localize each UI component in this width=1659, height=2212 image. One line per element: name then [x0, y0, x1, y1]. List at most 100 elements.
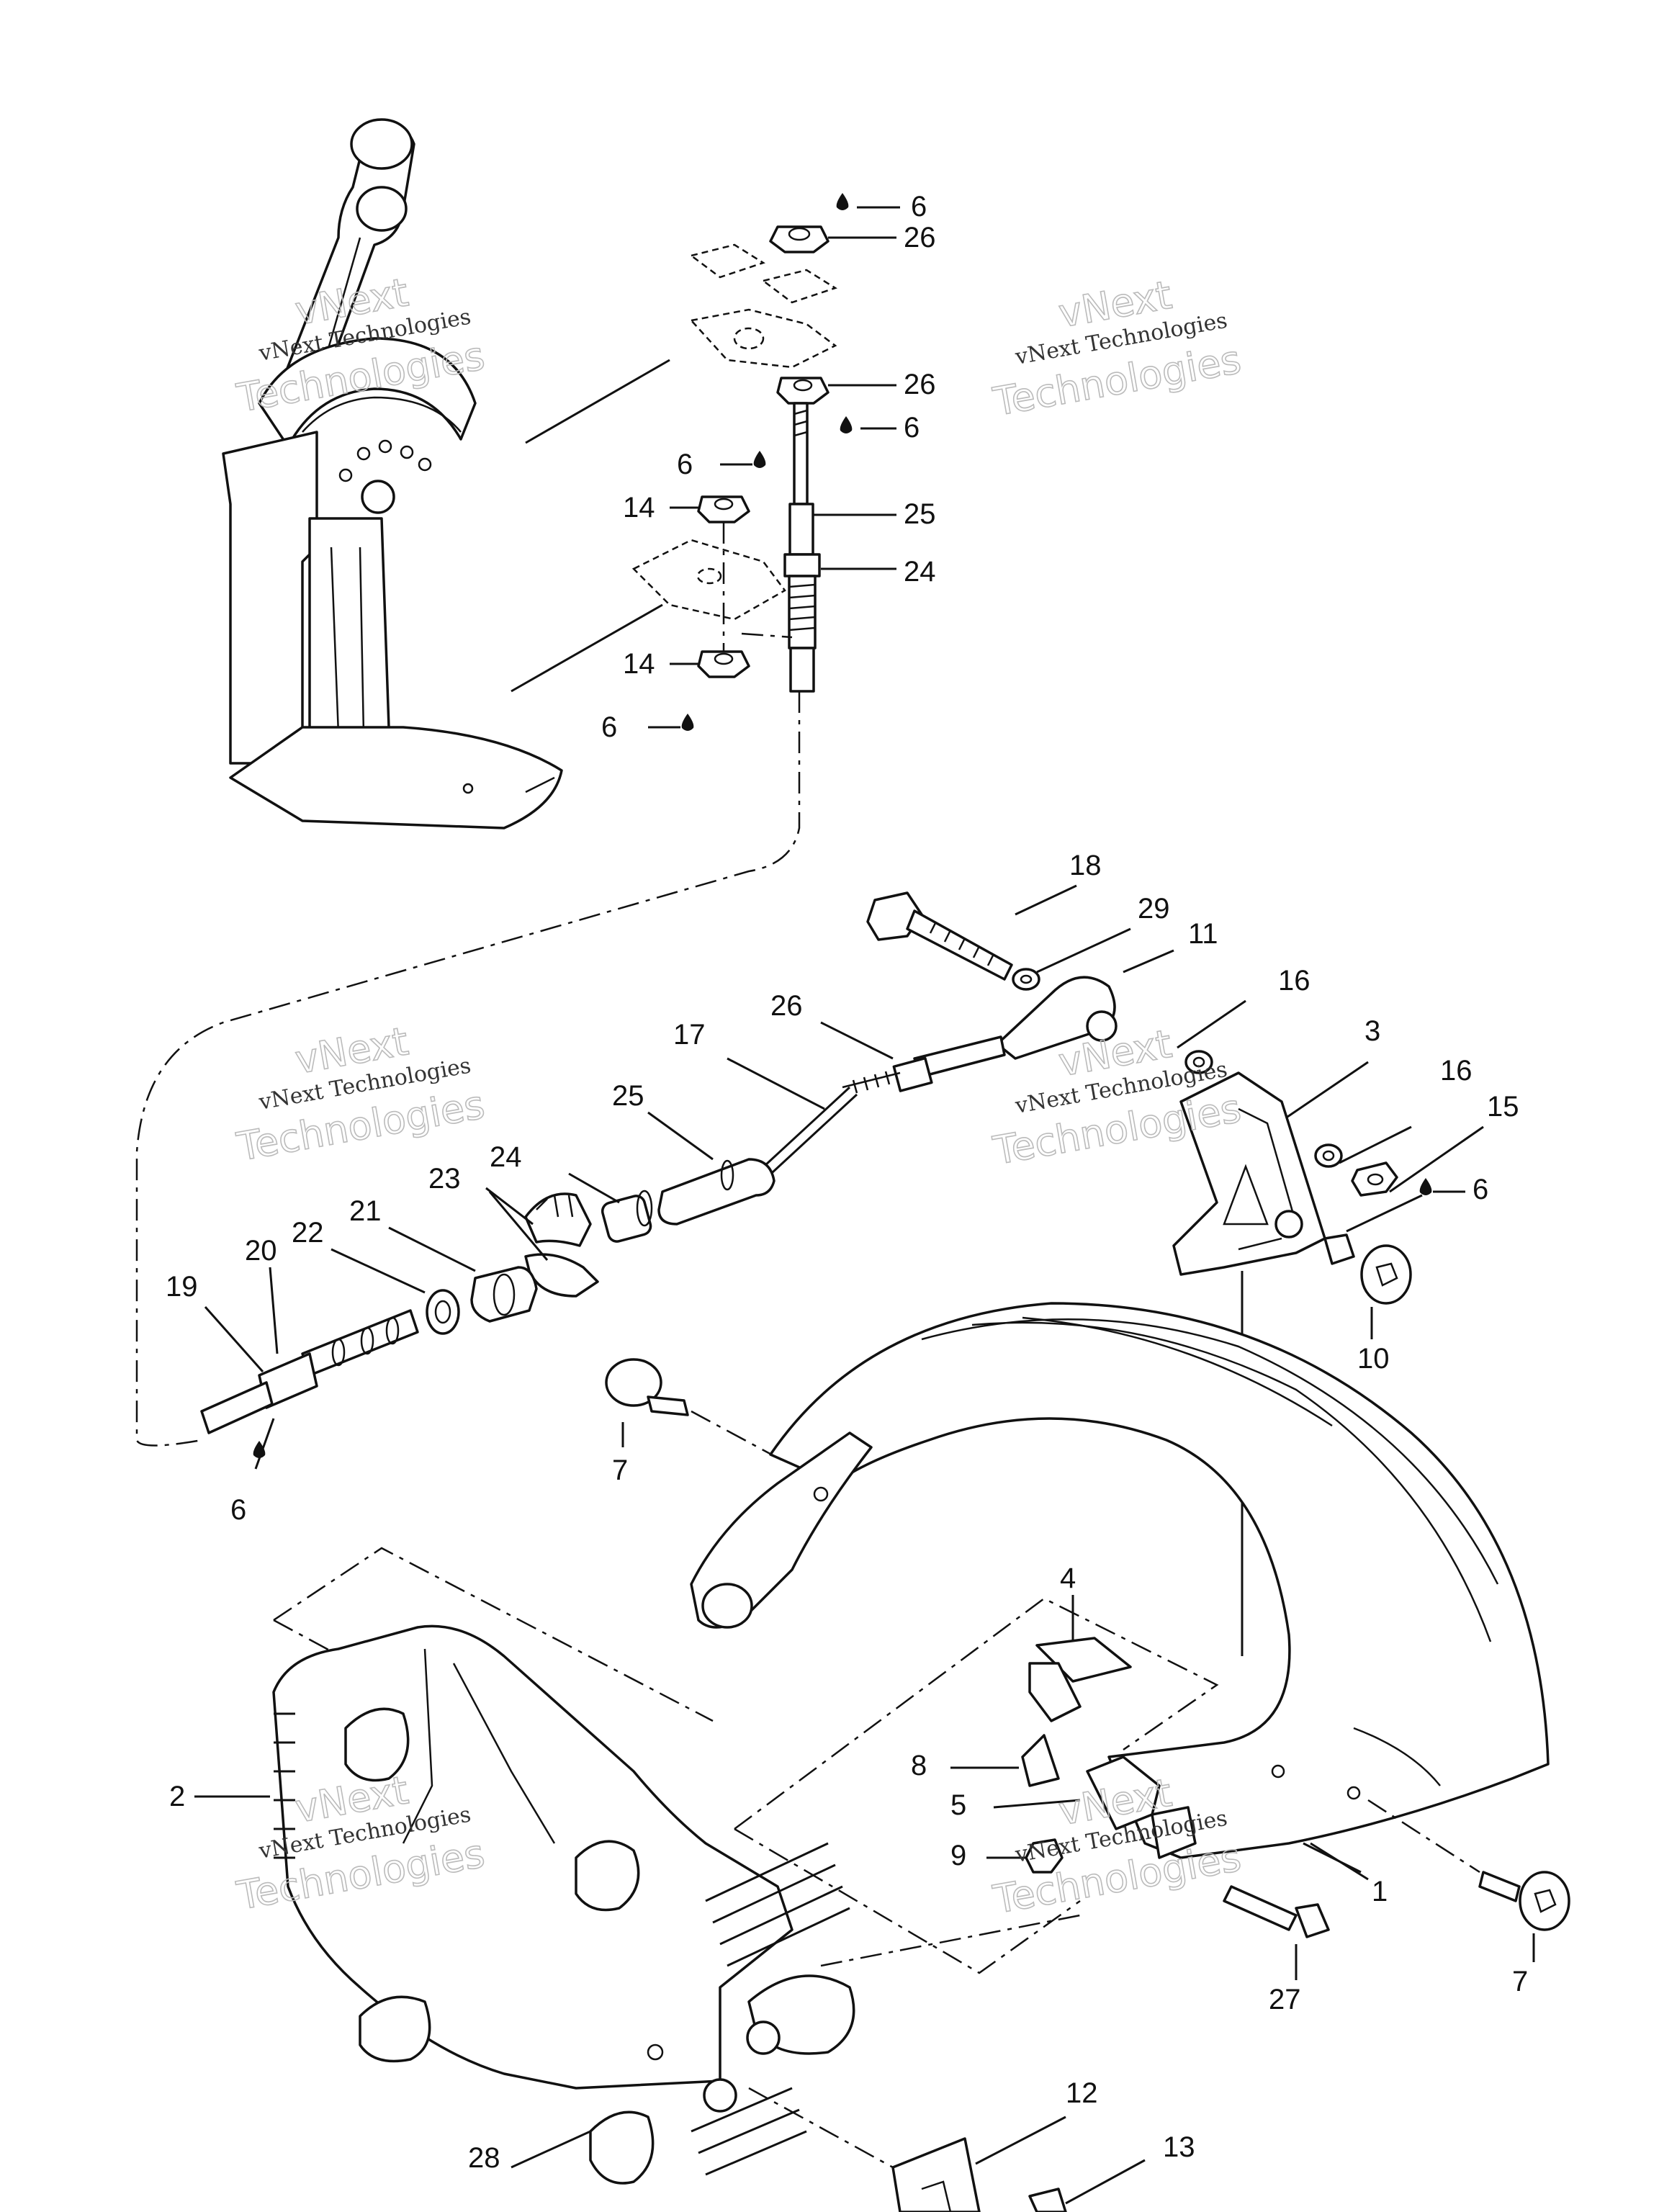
callout-c-3: 3 — [1364, 1015, 1380, 1047]
housing-fins — [691, 1842, 850, 2176]
callout-number: 11 — [1188, 918, 1218, 950]
oil-drop-icon — [753, 451, 766, 468]
callout-number: 4 — [1060, 1563, 1076, 1594]
callout-c-6-a: 6 — [836, 191, 927, 222]
cable-rings — [331, 1316, 400, 1367]
cover-housing — [605, 1302, 1550, 1859]
callout-c-4: 4 — [1060, 1563, 1076, 1594]
bolt-threads — [929, 921, 995, 966]
callout-number: 18 — [1069, 850, 1102, 881]
clip-hardware — [734, 1595, 1570, 1980]
rod-end-threads — [852, 1071, 891, 1094]
control-lever-assembly — [222, 118, 670, 830]
callout-number: 6 — [230, 1494, 246, 1526]
callout-number: 5 — [950, 1789, 966, 1821]
callout-number: 6 — [1473, 1174, 1488, 1205]
callout-c-26-c: 26 — [770, 990, 803, 1022]
callout-c-21: 21 — [349, 1195, 382, 1227]
callout-number: 7 — [612, 1455, 628, 1486]
callout-number: 26 — [904, 369, 936, 400]
callout-number: 6 — [911, 191, 927, 222]
callout-c-5: 5 — [950, 1789, 966, 1821]
callout-number: 16 — [1440, 1055, 1473, 1087]
callout-c-24-a: 24 — [821, 556, 936, 588]
callout-number: 25 — [904, 498, 936, 530]
callout-number: 26 — [770, 990, 803, 1022]
callout-number: 2 — [169, 1781, 185, 1812]
callout-c-9: 9 — [950, 1840, 966, 1871]
callout-number: 28 — [468, 2142, 500, 2174]
callout-number: 10 — [1357, 1343, 1390, 1375]
callout-number: 6 — [601, 711, 617, 743]
callout-c-18: 18 — [1069, 850, 1102, 881]
callout-c-6-e: 6 — [1419, 1174, 1488, 1205]
callout-c-20: 20 — [245, 1235, 277, 1267]
callout-c-12: 12 — [1066, 2077, 1098, 2109]
callout-number: 23 — [428, 1163, 461, 1195]
callout-c-25-a: 25 — [814, 498, 936, 530]
callout-c-16-b: 16 — [1440, 1055, 1473, 1087]
oil-drop-icon — [836, 193, 849, 210]
callout-c-10: 10 — [1357, 1343, 1390, 1375]
callout-c-23: 23 — [428, 1163, 461, 1195]
callout-c-26-b: 26 — [828, 369, 936, 400]
cable-end-assembly — [200, 884, 1484, 1470]
callout-number: 14 — [623, 492, 655, 523]
quadrant-holes — [338, 439, 432, 482]
callout-c-17: 17 — [673, 1019, 706, 1051]
callout-c-26-a: 26 — [828, 222, 936, 253]
callout-c-11: 11 — [1188, 918, 1218, 950]
callout-number: 24 — [904, 556, 936, 588]
lower-housing — [194, 1547, 1369, 2212]
callout-c-19: 19 — [166, 1271, 198, 1303]
callout-number: 25 — [612, 1080, 644, 1112]
callout-number: 7 — [1512, 1966, 1528, 1997]
callout-c-25-b: 25 — [612, 1080, 644, 1112]
callout-c-29: 29 — [1138, 893, 1170, 925]
callout-number: 3 — [1364, 1015, 1380, 1047]
callout-number: 9 — [950, 1840, 966, 1871]
watermark-mid-left: vNext vNext Technologies Technologies — [233, 1018, 488, 1171]
callout-c-6-d: 6 — [601, 711, 694, 743]
mount-bracket — [1172, 1050, 1412, 1656]
watermark-top-right: vNext vNext Technologies Technologies — [989, 271, 1245, 426]
callout-c-24-b: 24 — [490, 1141, 522, 1173]
callout-number: 12 — [1066, 2077, 1098, 2109]
callout-number: 29 — [1138, 893, 1170, 925]
callout-c-7-a: 7 — [612, 1455, 628, 1486]
callout-number: 19 — [166, 1271, 198, 1303]
callout-c-2: 2 — [169, 1781, 185, 1812]
callout-c-8: 8 — [911, 1750, 927, 1781]
housing-left-ribs — [274, 1712, 295, 1859]
callout-c-1: 1 — [1372, 1876, 1388, 1907]
oil-drop-icon — [681, 714, 694, 731]
callout-number: 6 — [904, 412, 920, 444]
callout-number: 22 — [292, 1217, 324, 1249]
callout-number: 27 — [1269, 1984, 1301, 2015]
callout-number: 6 — [677, 449, 693, 480]
oil-drop-icon — [1419, 1178, 1432, 1195]
callout-c-22: 22 — [292, 1217, 324, 1249]
callout-number: 24 — [490, 1141, 522, 1173]
oil-drop-icon — [840, 416, 853, 433]
callout-number: 1 — [1372, 1876, 1388, 1907]
callout-number: 17 — [673, 1019, 706, 1051]
callout-number: 8 — [911, 1750, 927, 1781]
callout-number: 14 — [623, 648, 655, 680]
callout-number: 15 — [1487, 1091, 1519, 1123]
callout-c-14-b: 14 — [623, 648, 698, 680]
callout-c-27: 27 — [1269, 1984, 1301, 2015]
callout-c-7-b: 7 — [1512, 1966, 1528, 1997]
callout-c-16-a: 16 — [1278, 965, 1310, 997]
callout-c-28: 28 — [468, 2142, 500, 2174]
callout-c-6-c: 6 — [677, 449, 766, 480]
callout-c-13: 13 — [1163, 2131, 1195, 2163]
end-threads — [788, 583, 816, 631]
callout-c-6-f: 6 — [230, 1441, 266, 1526]
callout-c-15: 15 — [1487, 1091, 1519, 1123]
upper-link-stack — [631, 225, 837, 693]
callout-c-6-b: 6 — [840, 412, 920, 444]
oil-drop-icon — [253, 1441, 266, 1458]
